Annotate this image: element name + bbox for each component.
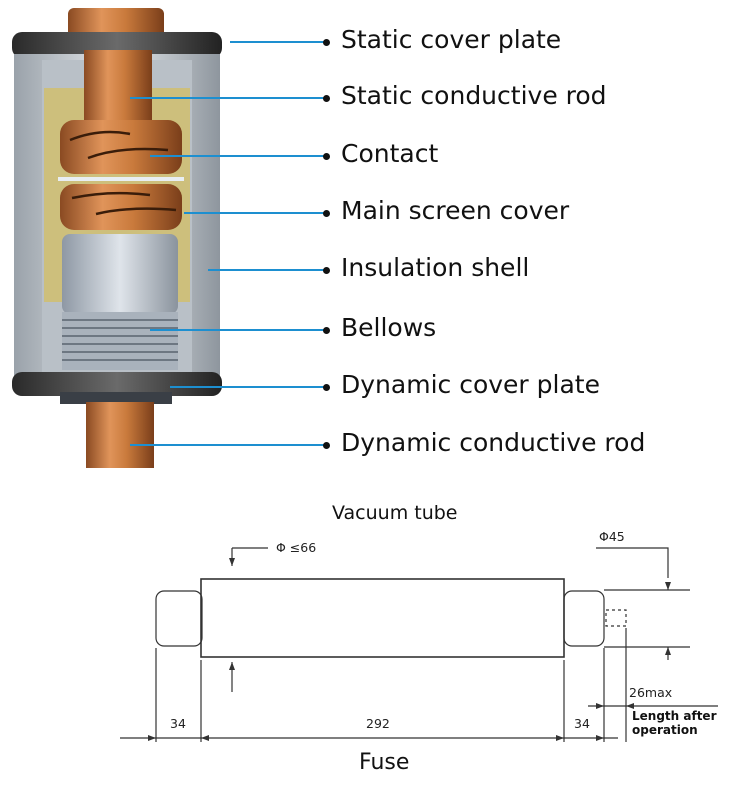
label-dot xyxy=(323,267,330,274)
fuse-right-cap xyxy=(563,590,605,647)
label-dot xyxy=(323,210,330,217)
label-dot xyxy=(323,153,330,160)
dim-travel: 26max xyxy=(629,685,672,700)
label-insulation-shell: Insulation shell xyxy=(341,253,530,282)
fuse-title: Fuse xyxy=(359,750,410,775)
leader-lines xyxy=(130,41,326,446)
dim-right-cap: 34 xyxy=(574,716,590,731)
dim-body-length: 292 xyxy=(366,716,390,731)
label-dot xyxy=(323,327,330,334)
label-static-conductive-rod: Static conductive rod xyxy=(341,81,607,110)
label-dot xyxy=(323,442,330,449)
label-dot xyxy=(323,384,330,391)
moving-rod-body xyxy=(62,234,178,314)
vacuum-tube-title: Vacuum tube xyxy=(332,502,458,524)
label-main-screen-cover: Main screen cover xyxy=(341,196,570,225)
contact-slots xyxy=(69,130,177,216)
label-dynamic-conductive-rod: Dynamic conductive rod xyxy=(341,428,646,457)
label-dot xyxy=(323,39,330,46)
fuse-left-cap xyxy=(155,590,203,647)
label-contact: Contact xyxy=(341,139,439,168)
dim-body-diameter: Φ ≤66 xyxy=(276,540,316,555)
striker-pin-outline xyxy=(605,609,627,627)
dynamic-cover-plate xyxy=(12,372,222,396)
dim-cap-diameter: Φ45 xyxy=(599,529,625,544)
note-line-1: Length after xyxy=(632,709,717,723)
fuse-body xyxy=(200,578,565,658)
static-cover-plate xyxy=(12,32,222,58)
label-static-cover-plate: Static cover plate xyxy=(341,25,562,54)
dynamic-conductive-rod xyxy=(86,402,154,468)
label-dot xyxy=(323,95,330,102)
bellows xyxy=(62,312,178,370)
dim-left-cap: 34 xyxy=(170,716,186,731)
label-bellows: Bellows xyxy=(341,313,437,342)
label-dynamic-cover-plate: Dynamic cover plate xyxy=(341,370,600,399)
note-line-2: operation xyxy=(632,723,698,737)
